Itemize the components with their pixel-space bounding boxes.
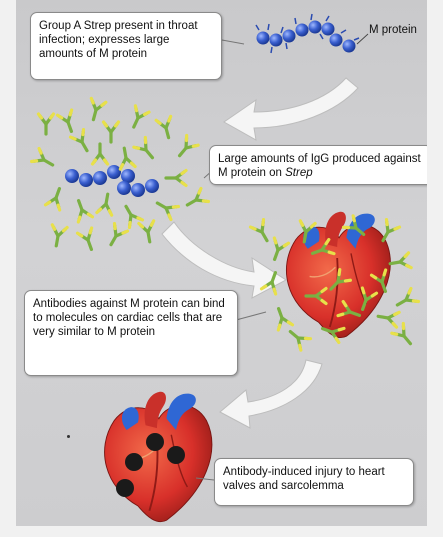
callout-igg-text: Large amounts of IgG produced against M … xyxy=(218,153,421,179)
flow-arrow-1 xyxy=(224,78,358,140)
callout-strep-infection: Group A Strep present in throat infectio… xyxy=(30,12,222,80)
strep-bacteria-chain-top xyxy=(256,14,359,53)
lesion-3 xyxy=(167,446,185,464)
m-protein-pointer xyxy=(357,34,368,44)
strep-bacteria-chain-coated xyxy=(65,165,159,197)
lesion-2 xyxy=(146,433,164,451)
callout-mimicry-text: Antibodies against M protein can bind to… xyxy=(33,298,225,338)
lesion-1 xyxy=(125,453,143,471)
callout-molecular-mimicry: Antibodies against M protein can bind to… xyxy=(24,290,238,376)
stray-dot xyxy=(67,435,70,438)
injured-heart xyxy=(105,392,212,522)
callout-pointer-strep xyxy=(222,40,244,44)
callout-antibody-injury: Antibody-induced injury to heart valves … xyxy=(214,458,414,506)
callout-igg-production: Large amounts of IgG produced against M … xyxy=(209,145,427,185)
callout-injury-text: Antibody-induced injury to heart valves … xyxy=(223,466,385,492)
callout-igg-strep-italic: Strep xyxy=(285,167,313,179)
figure-panel: M protein xyxy=(16,0,427,526)
callout-pointer-mimicry xyxy=(236,312,266,320)
m-protein-label: M protein xyxy=(369,24,417,36)
callout-strep-text: Group A Strep present in throat infectio… xyxy=(39,20,198,60)
lesion-4 xyxy=(116,479,134,497)
